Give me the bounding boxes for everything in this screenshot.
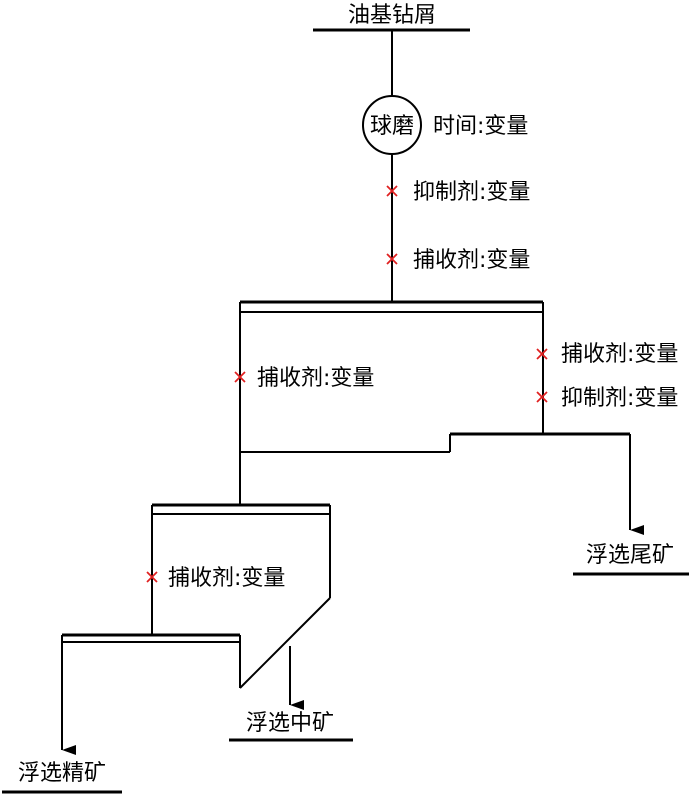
middlings-label: 浮选中矿 — [246, 711, 334, 736]
reagent-marker — [234, 371, 246, 383]
reagent-marker — [536, 348, 548, 360]
reagent-label: 捕收剂:变量 — [413, 248, 530, 273]
grinding-time-label: 时间:变量 — [433, 114, 528, 139]
concentrate-label: 浮选精矿 — [18, 761, 106, 786]
reagent-label: 抑制剂:变量 — [413, 180, 530, 205]
ball-mill-label: 球磨 — [370, 114, 414, 139]
reagent-label: 捕收剂:变量 — [168, 566, 285, 591]
reagent-label: 抑制剂:变量 — [561, 386, 678, 411]
reagent-label: 捕收剂:变量 — [561, 342, 678, 367]
tailings-label: 浮选尾矿 — [586, 543, 674, 568]
reagent-marker — [536, 391, 548, 403]
reagent-marker — [386, 185, 398, 197]
reagent-marker — [386, 253, 398, 265]
reagent-label: 捕收剂:变量 — [257, 366, 374, 391]
cleaner-flotation-cell — [62, 503, 331, 689]
rougher-flotation-cell — [239, 300, 630, 453]
feed-label: 油基钻屑 — [348, 3, 436, 28]
reagent-marker — [146, 571, 158, 583]
